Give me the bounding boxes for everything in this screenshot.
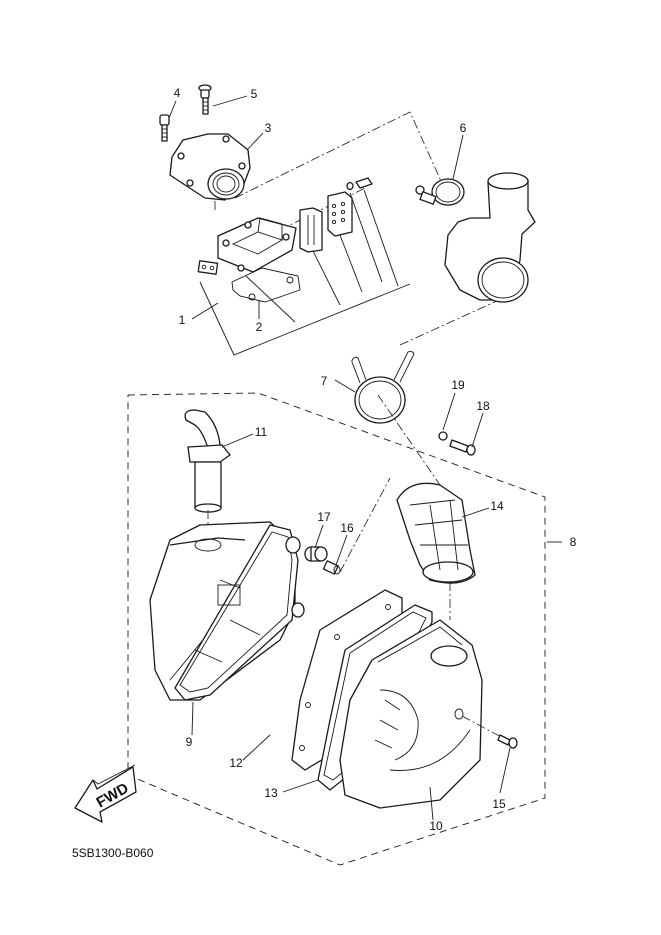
callout-14: 14 [490, 499, 504, 513]
callout-9: 9 [186, 735, 193, 749]
part-11-breather-hose [184, 409, 231, 513]
part-2-gasket [231, 267, 301, 303]
callout-3: 3 [265, 121, 272, 135]
part-14-intake-duct [396, 482, 476, 584]
drawing-code: 5SB1300-B060 [72, 846, 154, 860]
fwd-arrow-icon: FWD [74, 764, 137, 823]
callout-8: 8 [570, 535, 577, 549]
part-7-wire-clip [351, 350, 415, 424]
part-19-washer [438, 431, 448, 441]
alignment-line-15 [461, 715, 504, 739]
callout-leaders [168, 95, 562, 821]
alignment-line-7-14 [377, 394, 441, 486]
part-4-bolt [159, 114, 170, 142]
callout-1: 1 [179, 313, 186, 327]
callout-19: 19 [451, 378, 465, 392]
part-3-intake-manifold [169, 133, 251, 201]
part-6-hose-clamp [415, 178, 465, 206]
callout-2: 2 [256, 320, 263, 334]
carburetor-body [444, 172, 536, 303]
part-15-screw [497, 734, 518, 749]
callout-11: 11 [255, 425, 268, 439]
part-5-bolt [198, 84, 212, 115]
callout-10: 10 [429, 819, 443, 833]
callout-7: 7 [321, 374, 328, 388]
callout-16: 16 [340, 521, 354, 535]
callout-12: 12 [229, 756, 243, 770]
callout-17: 17 [317, 510, 331, 524]
callout-15: 15 [492, 797, 506, 811]
part-1-reed-valve [197, 217, 297, 275]
callout-18: 18 [476, 399, 490, 413]
callout-6: 6 [460, 121, 467, 135]
part-18-bolt [449, 439, 476, 456]
callout-13: 13 [264, 786, 278, 800]
callout-5: 5 [251, 87, 258, 101]
reed-plates [299, 177, 373, 253]
alignment-line-16 [339, 477, 391, 573]
part-16-collar [322, 560, 341, 575]
part-9-air-filter-case [149, 521, 305, 701]
callout-4: 4 [174, 86, 181, 100]
reed-valve-group-bracket [199, 189, 411, 356]
part-17-grommet [304, 546, 328, 562]
part-10-case-cap [339, 619, 483, 809]
